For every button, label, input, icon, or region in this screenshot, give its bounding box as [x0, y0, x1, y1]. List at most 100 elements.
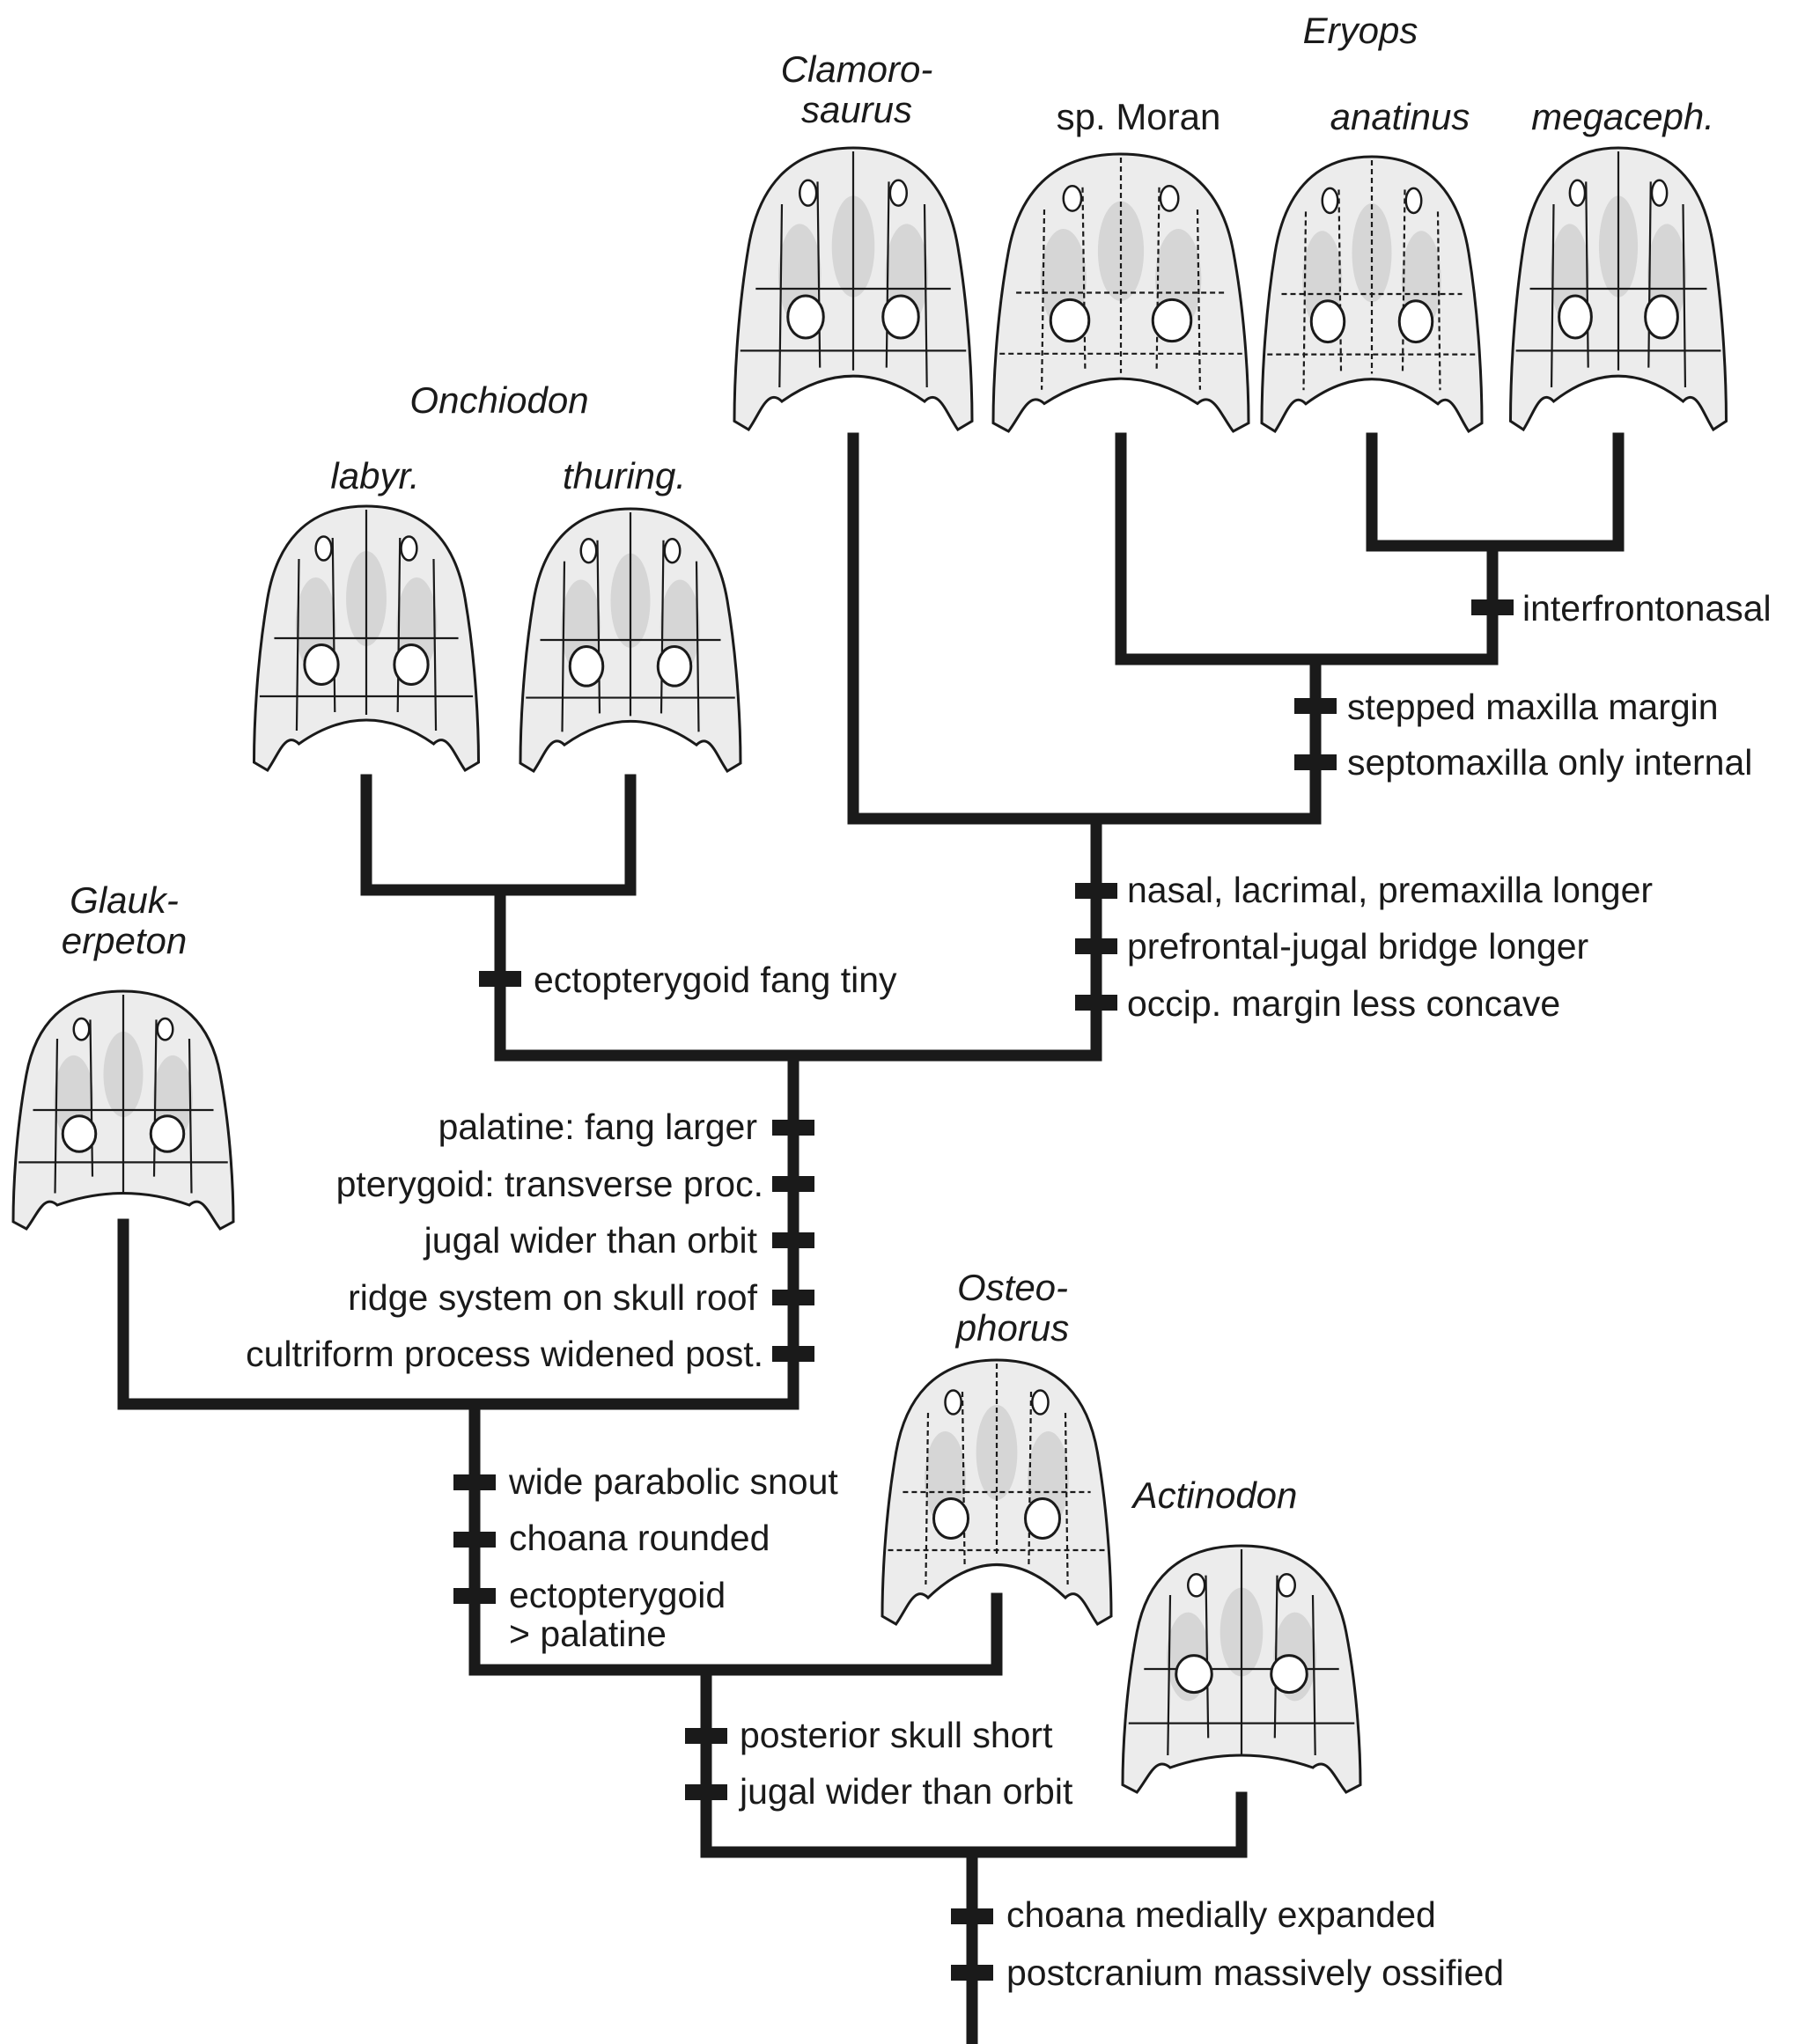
taxon-label-onchiodon: Onchiodon [409, 379, 589, 421]
char-prefrontal-jugal: prefrontal-jugal bridge longer [1127, 926, 1589, 967]
char-septomaxilla: septomaxilla only internal [1347, 742, 1753, 783]
skull-orbit [932, 1497, 969, 1540]
skull-sutures [1128, 1549, 1355, 1756]
tick-pterygoid-proc [772, 1176, 814, 1192]
skull-orbit [1151, 298, 1193, 343]
char-choana-rounded: choana rounded [509, 1518, 770, 1558]
skull-nostril [1404, 187, 1423, 215]
skull-nostril [799, 179, 818, 207]
char-jugal-wider-1: jugal wider than orbit [424, 1220, 757, 1261]
skull-orbit [149, 1114, 186, 1153]
char-ectopterygoid-palatine: ectopterygoid > palatine [509, 1575, 726, 1654]
tick-postcranium [951, 1965, 993, 1981]
skull-sutures [1515, 151, 1721, 388]
skull-glaukerpeton [11, 989, 235, 1231]
skull-nostril [400, 535, 418, 562]
tick-cultriform [772, 1346, 814, 1362]
skull-orbit [393, 643, 430, 686]
char-ectopterygoid-fang: ectopterygoid fang tiny [534, 960, 897, 1000]
skull-eryops-megaceph [1508, 146, 1728, 432]
tick-choana-expanded [951, 1908, 993, 1924]
char-cultriform: cultriform process widened post. [246, 1334, 763, 1374]
skull-nostril [156, 1017, 174, 1041]
tick-interfrontonasal [1471, 599, 1514, 615]
tick-jugal-wider-1 [772, 1232, 814, 1248]
skull-nostril [1650, 179, 1669, 207]
tick-choana-rounded [453, 1532, 496, 1548]
skull-clamorosaurus [733, 146, 974, 431]
skull-sutures [526, 512, 735, 732]
skull-eryops-sp-moran [991, 152, 1250, 433]
skull-orbit [656, 644, 693, 687]
skull-orbit [786, 294, 825, 340]
char-jugal-wider-2: jugal wider than orbit [740, 1771, 1073, 1812]
tick-ectopterygoid-fang [479, 971, 521, 987]
tick-occip-margin [1075, 995, 1117, 1011]
tick-ectopterygoid-palatine [453, 1588, 496, 1604]
skull-nostril [1187, 1572, 1206, 1598]
skull-nostril [1568, 179, 1587, 207]
taxon-label-osteophorus: Osteo- phorus [955, 1267, 1070, 1349]
branch-anatinus-megaceph [1366, 432, 1625, 552]
skull-orbit [303, 643, 340, 686]
skull-orbit [568, 644, 605, 687]
skull-orbit [1309, 299, 1346, 344]
skull-osteophorus [881, 1358, 1113, 1626]
skull-orbit [881, 294, 920, 340]
skull-actinodon [1121, 1544, 1362, 1794]
skull-nostril [888, 179, 908, 207]
branch-onchiodon [360, 774, 637, 896]
branch-actinodon [700, 1791, 1248, 1858]
char-wide-snout: wide parabolic snout [509, 1461, 838, 1502]
tick-palatine-fang [772, 1120, 814, 1136]
skull-nostril [314, 535, 333, 562]
skull-nostril [663, 538, 682, 564]
skull-eryops-anatinus [1260, 155, 1484, 434]
char-ridge-system: ridge system on skull roof [348, 1277, 757, 1318]
skull-nostril [1031, 1389, 1050, 1415]
skull-sutures [1267, 160, 1477, 391]
branch-sp-moran [1115, 432, 1499, 665]
skull-orbit [1175, 1654, 1213, 1695]
taxon-label-glaukerpeton: Glauk- erpeton [61, 879, 188, 961]
skull-orbit [1397, 299, 1434, 344]
char-palatine-fang: palatine: fang larger [438, 1107, 757, 1147]
taxon-label-actinodon: Actinodon [1132, 1474, 1298, 1516]
char-interfrontonasal: interfrontonasal [1522, 588, 1772, 629]
skull-nostril [1159, 184, 1180, 212]
taxon-label-onchiodon-thuring: thuring. [562, 455, 687, 496]
skull-orbit [1558, 294, 1593, 340]
skull-onchiodon-labyr [252, 504, 481, 772]
skull-sutures [18, 995, 228, 1194]
skull-orbit [1049, 298, 1091, 343]
taxon-label-eryops-sp-moran: sp. Moran [1056, 96, 1221, 137]
skull-onchiodon-thuring [519, 507, 742, 774]
tick-wide-snout [453, 1474, 496, 1490]
skull-orbit [1270, 1654, 1308, 1695]
branch-glaukerpeton [117, 1218, 799, 1410]
skull-orbit [61, 1114, 98, 1153]
char-postcranium: postcranium massively ossified [1006, 1952, 1505, 1993]
tick-stepped-maxilla [1294, 698, 1337, 714]
tick-posterior-skull [685, 1728, 727, 1744]
skull-nostril [579, 538, 598, 564]
char-stepped-maxilla: stepped maxilla margin [1347, 687, 1719, 727]
taxon-label-eryops-anatinus: anatinus [1330, 96, 1470, 137]
taxon-label-onchiodon-labyr: labyr. [330, 455, 420, 496]
char-nasal-lacrimal: nasal, lacrimal, premaxilla longer [1127, 870, 1654, 910]
skull-sutures [888, 1364, 1106, 1585]
taxon-label-clamorosaurus: Clamoro- saurus [780, 48, 933, 130]
skull-nostril [72, 1017, 91, 1041]
skull-sutures [999, 158, 1242, 390]
skull-nostril [1277, 1572, 1297, 1598]
char-choana-expanded: choana medially expanded [1006, 1894, 1436, 1935]
skull-nostril [1321, 187, 1339, 215]
tick-prefrontal-jugal [1075, 938, 1117, 954]
taxon-label-eryops: Eryops [1302, 10, 1418, 51]
skull-nostril [944, 1389, 962, 1415]
tick-ridge-system [772, 1290, 814, 1305]
tick-septomaxilla [1294, 754, 1337, 770]
char-posterior-skull: posterior skull short [740, 1715, 1053, 1755]
char-pterygoid-proc: pterygoid: transverse proc. [335, 1164, 763, 1204]
